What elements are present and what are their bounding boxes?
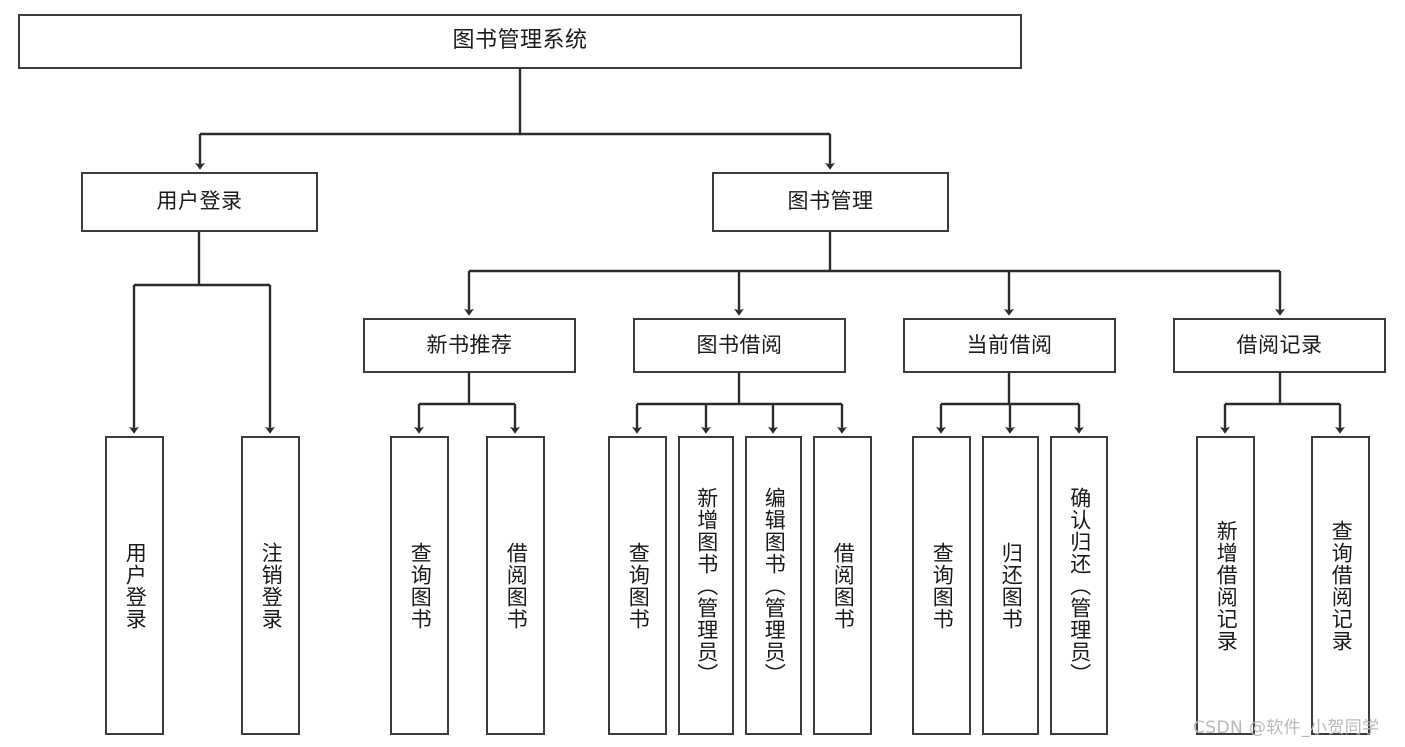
node-new-book-rec[interactable]: 新书推荐	[363, 318, 576, 373]
node-root-system[interactable]: 图书管理系统	[18, 14, 1022, 69]
node-label: 注销登录	[259, 541, 284, 630]
node-label: 查询借阅记录	[1329, 519, 1354, 652]
node-book-manage[interactable]: 图书管理	[712, 172, 949, 232]
node-label: 用户登录	[123, 541, 148, 630]
node-leaf-query-book-2[interactable]: 查询图书	[608, 436, 667, 735]
node-leaf-add-book-admin[interactable]: 新增图书（管理员）	[678, 436, 734, 735]
node-book-borrow[interactable]: 图书借阅	[633, 318, 846, 373]
node-label: 新书推荐	[426, 332, 513, 357]
node-leaf-borrow-book-1[interactable]: 借阅图书	[486, 436, 545, 735]
node-label: 确认归还（管理员）	[1067, 486, 1092, 685]
node-label: 查询图书	[930, 541, 955, 630]
node-leaf-borrow-book-2[interactable]: 借阅图书	[813, 436, 872, 735]
node-label: 查询图书	[408, 541, 433, 630]
node-label: 借阅图书	[504, 541, 529, 630]
node-label: 编辑图书（管理员）	[762, 486, 787, 685]
node-borrow-record[interactable]: 借阅记录	[1173, 318, 1386, 373]
node-leaf-add-borrow-record[interactable]: 新增借阅记录	[1196, 436, 1255, 735]
node-label: 借阅记录	[1236, 332, 1323, 357]
node-label: 查询图书	[626, 541, 651, 630]
node-label: 图书管理	[787, 189, 874, 214]
node-leaf-query-book-1[interactable]: 查询图书	[390, 436, 449, 735]
node-user-login[interactable]: 用户登录	[81, 172, 318, 232]
node-leaf-query-book-3[interactable]: 查询图书	[912, 436, 971, 735]
node-leaf-return-book[interactable]: 归还图书	[982, 436, 1039, 735]
node-label: 当前借阅	[966, 332, 1053, 357]
node-label: 图书管理系统	[452, 28, 588, 54]
node-label: 图书借阅	[696, 332, 783, 357]
node-current-borrow[interactable]: 当前借阅	[903, 318, 1116, 373]
node-leaf-query-borrow-record[interactable]: 查询借阅记录	[1311, 436, 1370, 735]
node-label: 新增借阅记录	[1214, 519, 1239, 652]
node-label: 借阅图书	[831, 541, 856, 630]
watermark-text: CSDN @软件_小贺同学	[1193, 718, 1380, 738]
node-label: 用户登录	[156, 189, 243, 214]
node-label: 归还图书	[999, 541, 1024, 630]
node-label: 新增图书（管理员）	[694, 486, 719, 685]
node-leaf-edit-book-admin[interactable]: 编辑图书（管理员）	[745, 436, 802, 735]
node-leaf-user-logout[interactable]: 注销登录	[241, 436, 300, 735]
node-leaf-user-login[interactable]: 用户登录	[105, 436, 164, 735]
node-leaf-confirm-return-admin[interactable]: 确认归还（管理员）	[1050, 436, 1108, 735]
